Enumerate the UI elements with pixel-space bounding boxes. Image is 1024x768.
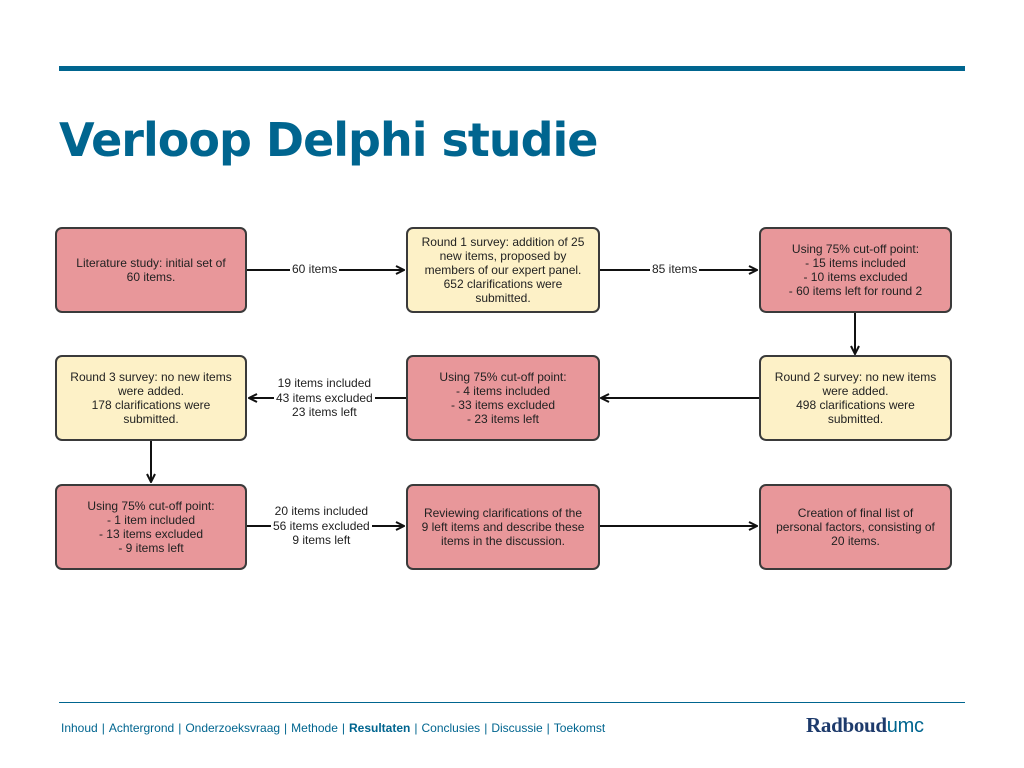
logo-part-umc: umc	[886, 715, 924, 737]
nav-achtergrond[interactable]: Achtergrond	[108, 721, 175, 735]
nav-separator: |	[101, 721, 105, 735]
logo-part-radboud: Radboud	[806, 713, 887, 737]
box-round2-survey-text: Round 2 survey: no new items were added.…	[774, 370, 937, 426]
box-cutoff-round2: Using 75% cut-off point: - 4 items inclu…	[406, 355, 600, 441]
box-round1-survey: Round 1 survey: addition of 25 new items…	[406, 227, 600, 313]
box-round3-survey: Round 3 survey: no new items were added.…	[55, 355, 247, 441]
nav-separator: |	[484, 721, 488, 735]
nav-onderzoeksvraag[interactable]: Onderzoeksvraag	[185, 721, 281, 735]
edge-label-60-items: 60 items	[290, 262, 340, 277]
box-final-list: Creation of final list of personal facto…	[759, 484, 952, 570]
box-round2-survey: Round 2 survey: no new items were added.…	[759, 355, 952, 441]
bottom-rule	[59, 702, 965, 703]
nav-separator: |	[546, 721, 550, 735]
box-cutoff-round1: Using 75% cut-off point: - 15 items incl…	[759, 227, 952, 313]
box-round3-survey-text: Round 3 survey: no new items were added.…	[70, 370, 232, 426]
box-cutoff-round2-text: Using 75% cut-off point: - 4 items inclu…	[439, 370, 567, 426]
box-cutoff-round1-text: Using 75% cut-off point: - 15 items incl…	[788, 242, 923, 298]
page-title: Verloop Delphi studie	[59, 113, 599, 167]
nav-discussie[interactable]: Discussie	[491, 721, 543, 735]
box-cutoff-round3: Using 75% cut-off point: - 1 item includ…	[55, 484, 247, 570]
top-rule	[59, 66, 965, 71]
box-cutoff-round3-text: Using 75% cut-off point: - 1 item includ…	[87, 499, 215, 555]
nav-toekomst[interactable]: Toekomst	[553, 721, 606, 735]
box-literature-study: Literature study: initial set of 60 item…	[55, 227, 247, 313]
nav-separator: |	[178, 721, 182, 735]
box-final-list-text: Creation of final list of personal facto…	[776, 506, 935, 548]
box-reviewing-clarifications-text: Reviewing clarifications of the 9 left i…	[421, 506, 585, 548]
nav-resultaten[interactable]: Resultaten	[349, 721, 411, 735]
box-reviewing-clarifications: Reviewing clarifications of the 9 left i…	[406, 484, 600, 570]
footer-navigation: Inhoud|Achtergrond|Onderzoeksvraag|Metho…	[61, 721, 605, 735]
nav-separator: |	[414, 721, 418, 735]
nav-methode[interactable]: Methode	[291, 721, 338, 735]
nav-separator: |	[284, 721, 288, 735]
edge-label-round3-results: 20 items included 56 items excluded 9 it…	[271, 504, 372, 548]
nav-conclusies[interactable]: Conclusies	[421, 721, 481, 735]
nav-separator: |	[341, 721, 345, 735]
edge-label-85-items: 85 items	[650, 262, 700, 277]
radboudumc-logo: Radboudumc	[806, 713, 924, 738]
nav-inhoud[interactable]: Inhoud	[61, 721, 98, 735]
box-round1-survey-text: Round 1 survey: addition of 25 new items…	[421, 235, 585, 305]
box-literature-study-text: Literature study: initial set of 60 item…	[76, 256, 226, 284]
edge-label-round2-results: 19 items included 43 items excluded 23 i…	[274, 376, 375, 420]
